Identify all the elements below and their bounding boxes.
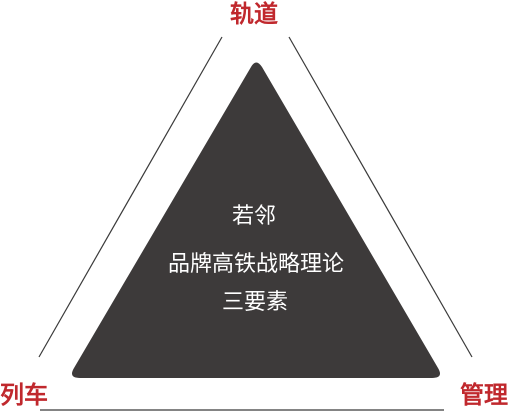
inner-triangle	[72, 62, 440, 378]
corner-label-right: 管理	[460, 381, 508, 409]
corner-label-top: 轨道	[230, 0, 278, 28]
outer-left-edge	[38, 36, 223, 358]
center-title-line-1: 若邻	[231, 204, 276, 229]
center-title-line-3: 三要素	[221, 290, 288, 315]
outer-right-edge	[288, 36, 473, 358]
center-title-line-2: 品牌高铁战略理论	[167, 252, 344, 277]
corner-label-left: 列车	[0, 381, 48, 409]
